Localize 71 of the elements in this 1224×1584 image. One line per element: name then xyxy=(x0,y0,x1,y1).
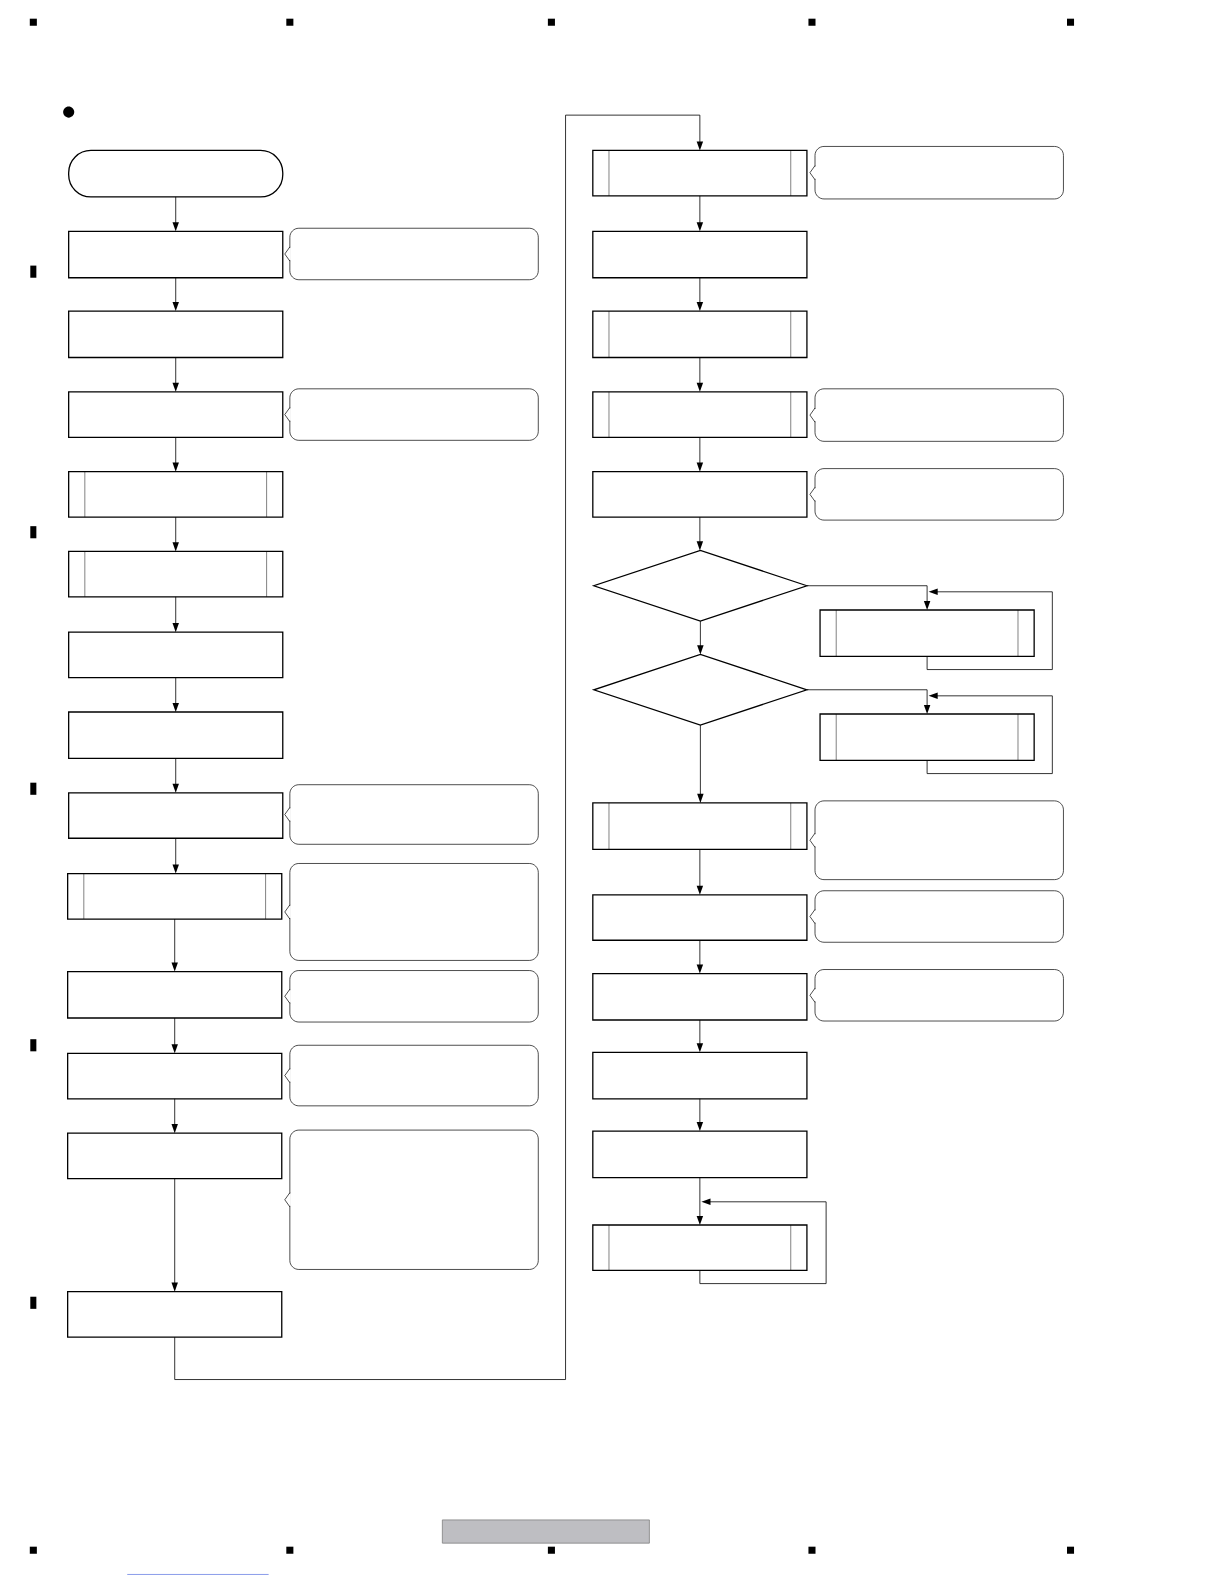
subroutine-box xyxy=(68,471,284,518)
arrow xyxy=(697,724,704,803)
process-box xyxy=(68,310,284,359)
arrow xyxy=(696,357,704,392)
callout-box xyxy=(284,970,539,1023)
subroutine-box xyxy=(592,802,808,850)
process-box xyxy=(68,391,284,438)
callout-box xyxy=(809,969,1064,1022)
arrow xyxy=(806,585,931,610)
arrow xyxy=(806,689,931,714)
arrow xyxy=(697,620,704,655)
subroutine-box xyxy=(819,713,1035,762)
process-box xyxy=(67,1132,283,1180)
arrow xyxy=(172,436,179,472)
arrow xyxy=(926,692,1053,774)
process-box xyxy=(68,631,284,679)
callout-box xyxy=(284,227,539,281)
arrow xyxy=(696,436,704,472)
arrow xyxy=(696,277,704,312)
process-box xyxy=(592,894,808,941)
callout-box xyxy=(809,388,1064,442)
subroutine-box xyxy=(592,149,808,197)
callout-box xyxy=(284,863,539,961)
arrow xyxy=(696,195,704,232)
arrow xyxy=(172,596,179,633)
arrow xyxy=(174,114,704,1380)
arrow xyxy=(172,837,179,874)
arrow xyxy=(172,357,179,392)
process-box xyxy=(67,970,283,1019)
subroutine-box xyxy=(592,391,808,438)
process-box xyxy=(592,972,808,1021)
callout-box xyxy=(809,468,1064,521)
arrow xyxy=(172,516,179,552)
process-box xyxy=(68,792,284,839)
subroutine-box xyxy=(819,609,1035,658)
arrow xyxy=(696,1177,704,1226)
subroutine-box xyxy=(592,310,808,359)
arrow xyxy=(171,1017,178,1054)
arrow xyxy=(696,516,704,551)
callout-box xyxy=(809,890,1064,943)
process-box xyxy=(68,711,284,760)
process-box xyxy=(67,1052,283,1100)
subroutine-box xyxy=(68,550,284,598)
callout-box xyxy=(284,784,539,845)
arrow xyxy=(696,939,704,974)
arrow xyxy=(699,1198,827,1284)
process-box xyxy=(592,1051,808,1100)
callout-box xyxy=(809,800,1064,880)
callout-box xyxy=(284,1044,539,1107)
subroutine-box xyxy=(67,872,283,920)
arrow xyxy=(696,848,704,895)
arrow xyxy=(172,277,179,312)
arrow xyxy=(172,677,179,712)
arrow xyxy=(171,1178,178,1292)
arrow xyxy=(171,918,178,972)
subroutine-box xyxy=(592,1224,808,1272)
arrow xyxy=(696,1098,704,1132)
process-box xyxy=(68,230,284,279)
terminal-box xyxy=(68,149,284,198)
process-box xyxy=(67,1291,283,1338)
arrow xyxy=(696,1019,704,1053)
callout-box xyxy=(284,1129,539,1270)
arrow xyxy=(172,196,179,232)
arrow xyxy=(172,758,179,793)
callout-box xyxy=(809,146,1064,200)
process-box xyxy=(592,471,808,518)
arrow xyxy=(171,1098,178,1134)
callout-box xyxy=(284,388,539,441)
process-box xyxy=(592,1130,808,1179)
arrow xyxy=(926,588,1053,670)
process-box xyxy=(592,230,808,279)
